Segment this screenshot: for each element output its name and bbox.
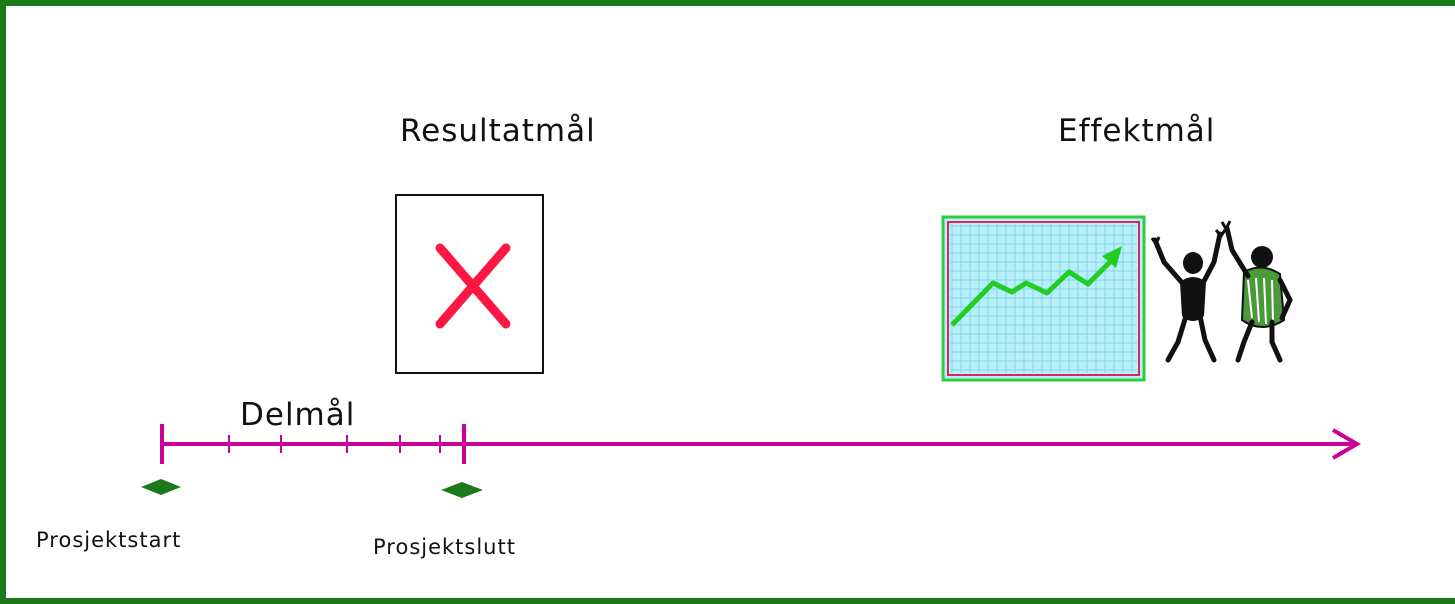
milestone-diamond-icon xyxy=(441,482,483,498)
result-goal-label: Resultatmål xyxy=(400,113,596,149)
milestones-label: Delmål xyxy=(240,397,356,433)
timeline-axis xyxy=(160,424,1361,464)
project-start-label: Prosjektstart xyxy=(36,528,182,552)
rising-chart-icon xyxy=(941,215,1146,382)
crossed-box-icon xyxy=(395,194,544,374)
milestone-ticks xyxy=(228,435,441,453)
project-end-label: Prosjektslutt xyxy=(373,535,516,559)
effect-goal-label: Effektmål xyxy=(1058,113,1216,149)
milestone-diamond-icon xyxy=(141,479,181,495)
celebrating-people-icon xyxy=(1150,220,1293,363)
